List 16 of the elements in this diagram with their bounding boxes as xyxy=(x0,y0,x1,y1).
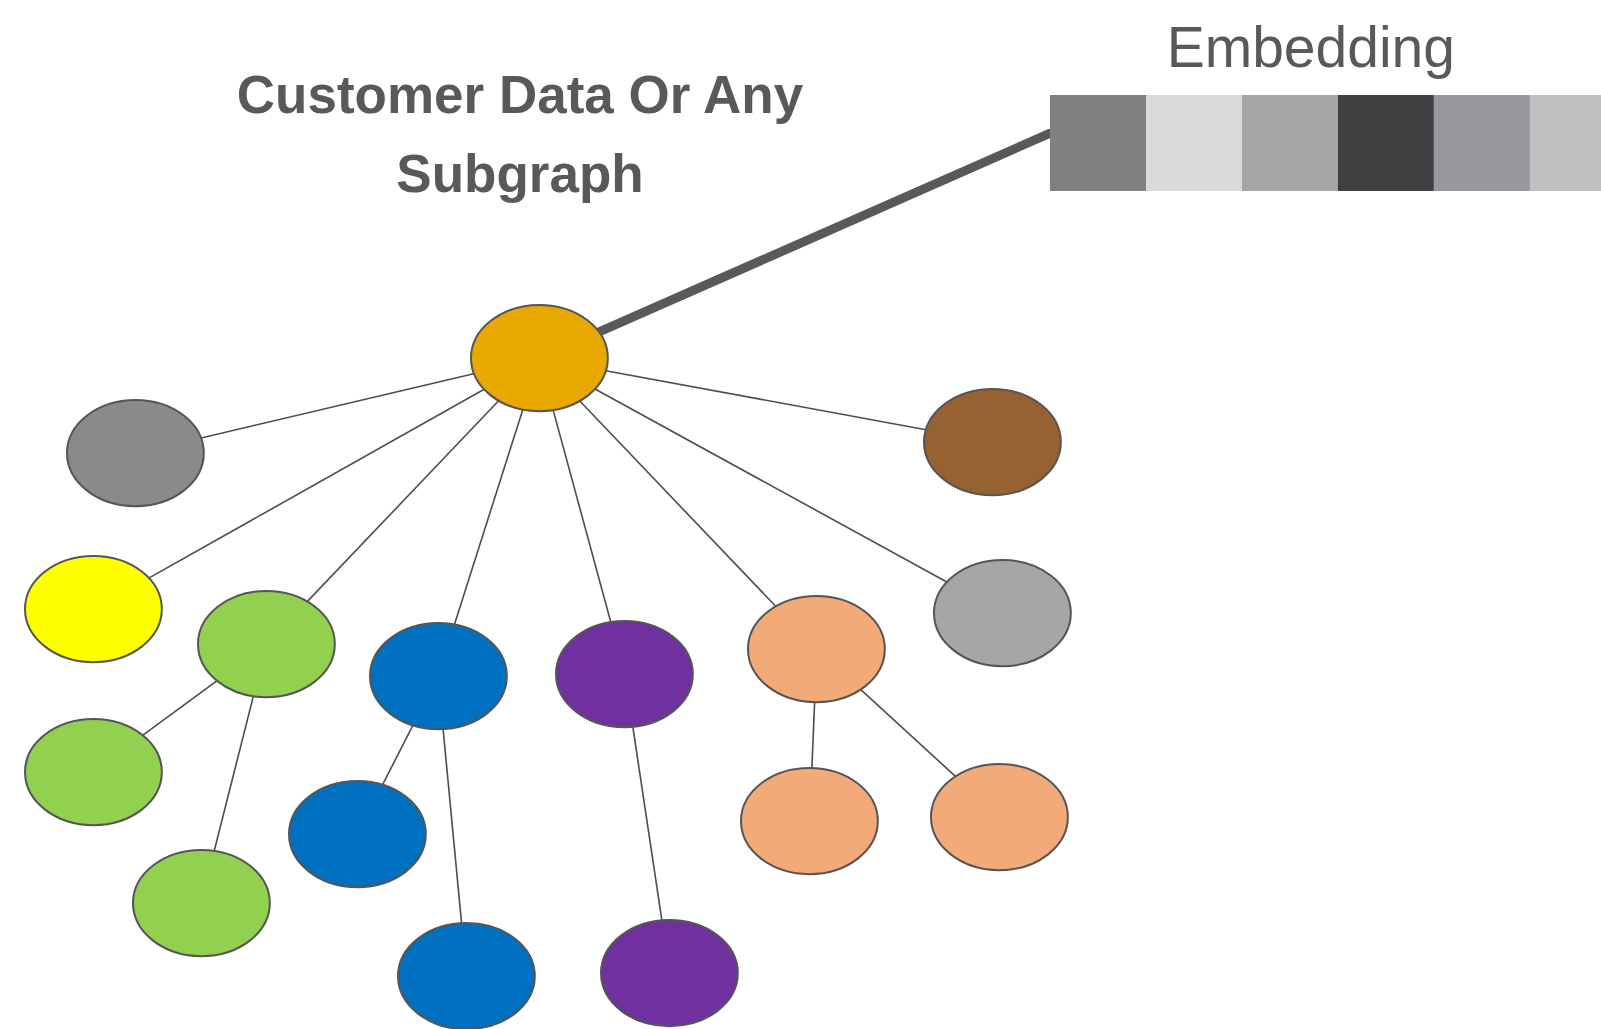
connector-line xyxy=(632,725,663,922)
connector-line xyxy=(381,724,414,786)
connector-line xyxy=(213,695,255,852)
connector-line xyxy=(811,701,816,769)
connector-line xyxy=(453,409,524,626)
connector-line xyxy=(200,373,475,439)
embedding-heading: Embedding xyxy=(1165,14,1456,79)
connector-line xyxy=(147,388,485,580)
connector-line xyxy=(141,680,218,737)
diagram-title: Customer Data Or Any Subgraph xyxy=(235,64,805,205)
connector-line xyxy=(594,388,948,583)
connector-line xyxy=(860,689,957,778)
connector-line xyxy=(579,400,777,608)
connector-line xyxy=(552,409,612,623)
connector-line xyxy=(442,728,463,924)
connector-line xyxy=(306,400,500,603)
